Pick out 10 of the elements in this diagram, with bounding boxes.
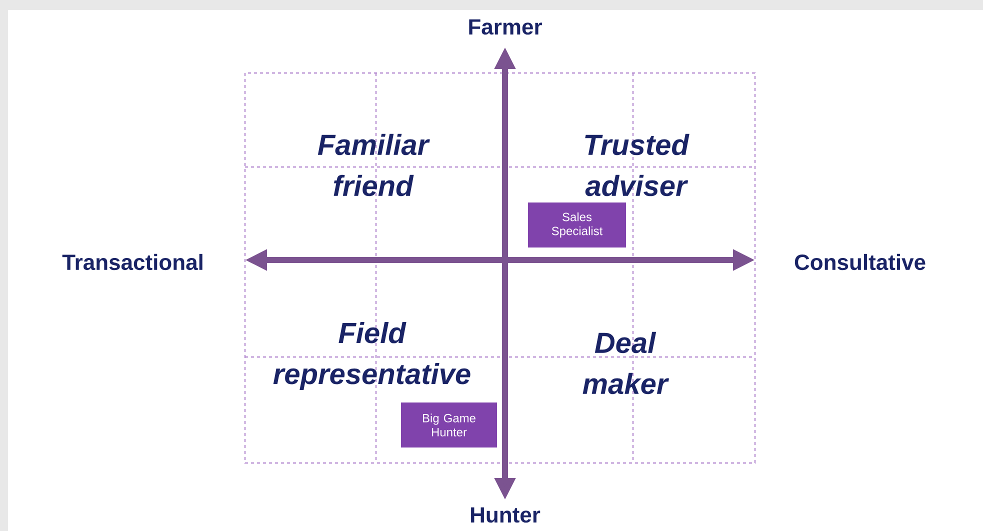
quadrant-label: Deal maker: [582, 332, 670, 394]
quadrant-label: Field representative: [273, 322, 470, 390]
axis-label: Hunter: [471, 507, 540, 523]
role-box: Sales Specialist: [528, 202, 626, 248]
quadrant-label: Trusted adviser: [585, 134, 690, 196]
axis-label: Transactional: [62, 254, 202, 270]
role-box: Big Game Hunter: [401, 402, 497, 448]
axis-label: Farmer: [469, 19, 542, 35]
axis-label: Consultative: [794, 254, 926, 270]
quadrant-label: Familiar friend: [318, 134, 430, 196]
